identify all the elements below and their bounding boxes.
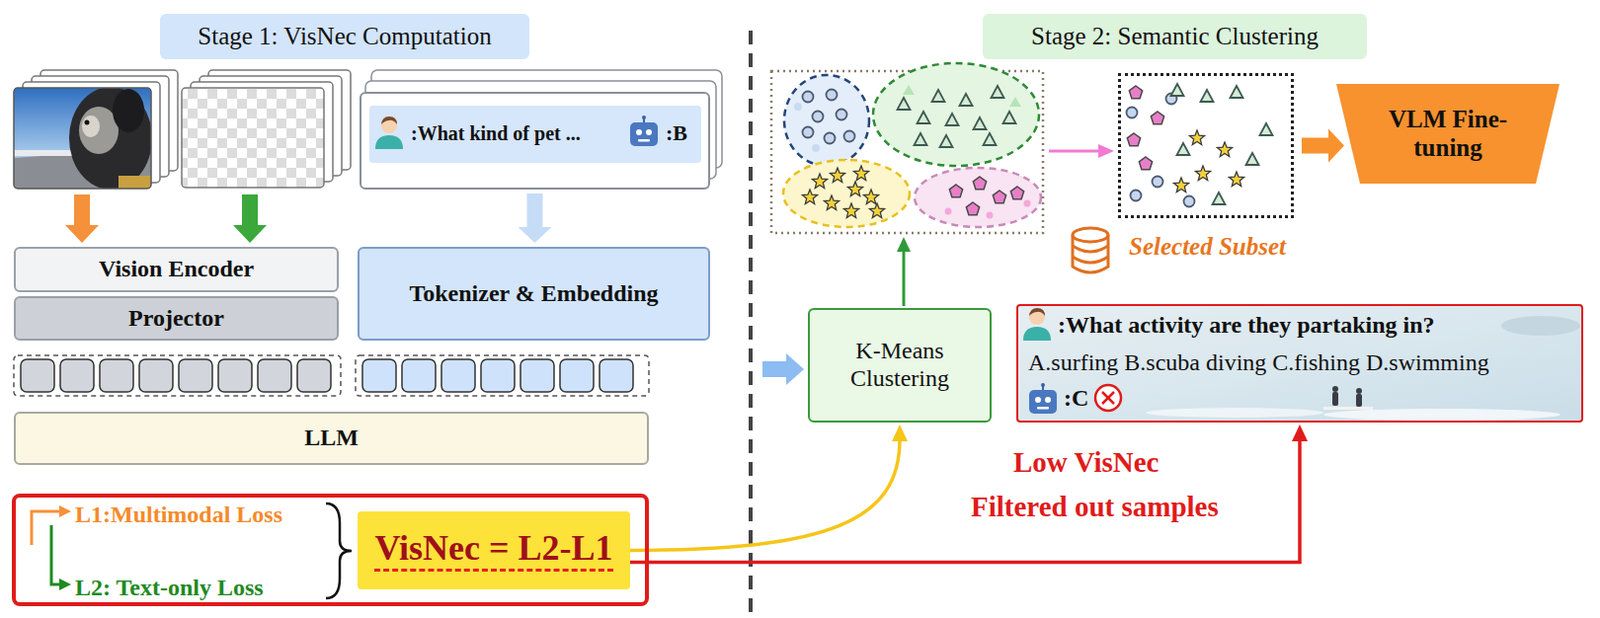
pink-arrow [1048,144,1115,159]
curved-arrow [630,439,900,552]
node-text: VisNec = L2-L1 [374,529,613,572]
connector [630,424,908,552]
mask-stack [181,70,351,188]
node-text: Stage 2: Semantic Clustering [1031,22,1319,52]
tokenizer-box: Tokenizer & Embedding [357,246,711,341]
node-text: :What kind of pet ... [410,122,581,146]
annotation-label: Low VisNec [1013,446,1159,480]
node-text: :C [1063,385,1089,413]
trapezoid-fill [1336,83,1560,184]
connector [1301,129,1345,163]
node-text: :B [665,120,688,146]
block-arrow [518,193,553,243]
projector-box: Projector [13,296,339,341]
subset-box: Selected Subset [1118,73,1294,219]
visnec-box: VisNec = L2-L1 [357,511,631,590]
arrow-head [891,424,908,442]
cluster-scatter [771,63,1043,234]
example-card: :What activity are they partaking in? A.s… [1016,304,1584,423]
node-text: Projector [128,305,225,333]
connector [630,424,1308,563]
stage-divider [748,30,753,613]
stage-header: Stage 2: Semantic Clustering [982,13,1367,60]
node-text: L1:Multimodal Loss [75,501,283,530]
connector [518,193,553,243]
kmeans-box: K-Means Clustering [807,308,992,423]
annotation-label: Filtered out samples [970,490,1219,524]
arrow-head [1291,424,1308,442]
node-text: K-Means Clustering [825,337,974,393]
node-text: Stage 1: VisNec Computation [197,22,491,52]
stage-header: Stage 1: VisNec Computation [160,13,530,60]
elbow-arrow [630,439,1300,563]
node-text: LLM [304,424,359,453]
text-card: :What kind of pet ... :B [359,91,711,190]
database-icon [1072,228,1109,273]
node-text: A.surfing B.scuba diving C.fishing D.swi… [1028,349,1490,378]
text-card-stack [359,70,722,190]
node-text: Tokenizer & Embedding [408,280,658,309]
node-text: Vision Encoder [98,255,254,284]
vision-encoder-box: Vision Encoder [13,246,339,293]
node-text: :What activity are they partaking in? [1057,312,1436,340]
down-arrows [65,194,267,243]
node-text: VLM Fine-tuning [1366,105,1530,163]
llm-box: LLM [13,411,649,466]
token-rows [13,355,649,397]
loss-box: L1:Multimodal LossL2: Text-only Loss VisN… [11,493,649,607]
block-arrow [1301,129,1345,163]
node-text: L2: Text-only Loss [75,574,264,603]
node-text: Selected Subset [1128,233,1286,262]
image-stack [13,70,178,190]
example-card-background [1016,304,1584,423]
finetune-trapezoid: VLM Fine-tuning [1336,83,1560,184]
subset-scatter [1126,83,1274,208]
